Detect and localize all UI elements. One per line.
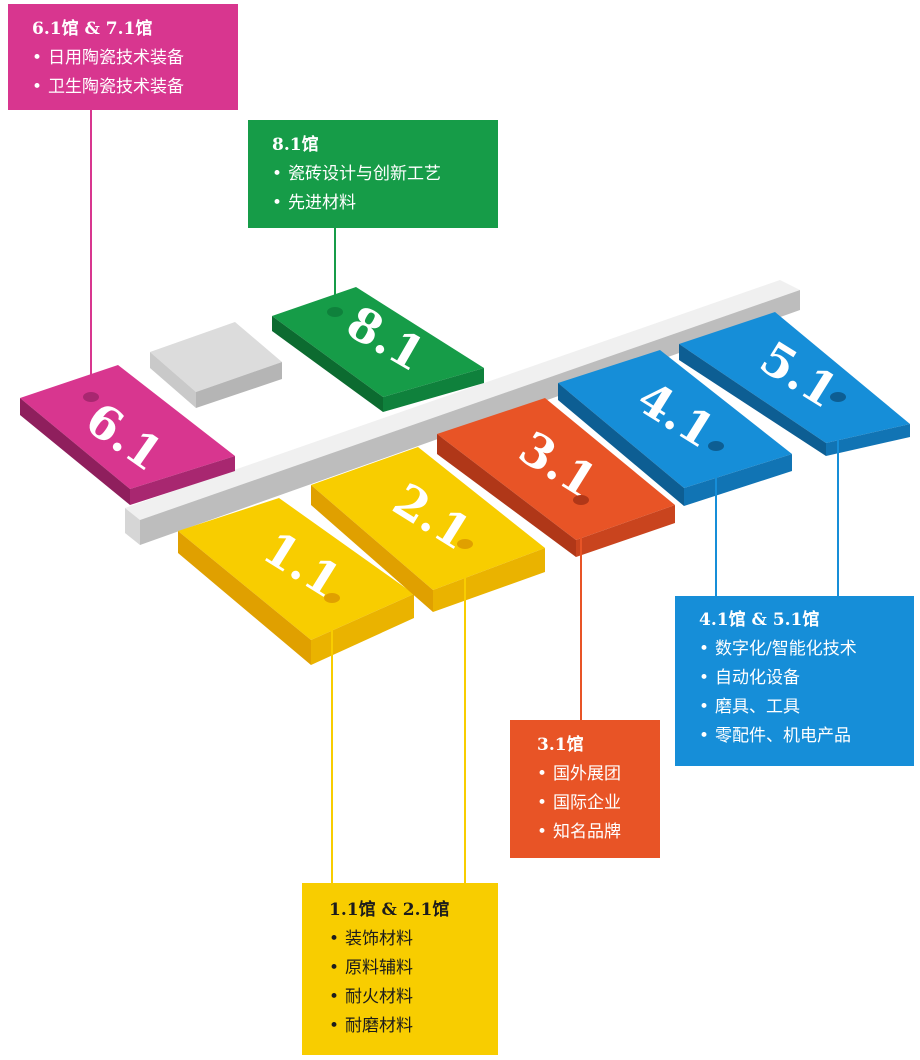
callout-title: 1.1馆 & 2.1馆 [329,900,450,920]
hall-8-1[interactable]: 8.1 [272,287,484,412]
hall-3-1[interactable]: 3.1 [437,398,675,557]
list-item: •耐火材料 [329,987,413,1007]
callout-hall-3-1: 3.1馆 •国外展团 •国际企业 •知名品牌 [510,720,660,858]
list-item: •国外展团 [537,764,621,784]
callout-title: 8.1馆 [272,135,319,155]
list-item: •原料辅料 [329,958,413,978]
list-item: •知名品牌 [537,822,621,842]
list-item: •磨具、工具 [699,697,800,717]
list-item: •自动化设备 [699,668,800,688]
list-item: •先进材料 [272,193,356,213]
leader-lines [83,110,846,883]
list-item: •耐磨材料 [329,1016,413,1036]
list-item: •卫生陶瓷技术装备 [32,77,184,97]
callout-title: 4.1馆 & 5.1馆 [699,610,820,630]
callout-hall-6-1-7-1: 6.1馆 & 7.1馆 •日用陶瓷技术装备 •卫生陶瓷技术装备 [8,4,238,110]
list-item: •零配件、机电产品 [699,726,851,746]
callout-hall-1-1-2-1: 1.1馆 & 2.1馆 •装饰材料 •原料辅料 •耐火材料 •耐磨材料 [302,883,498,1055]
callout-title: 3.1馆 [537,735,584,755]
list-item: •瓷砖设计与创新工艺 [272,164,441,184]
walkway [125,280,800,545]
list-item: •日用陶瓷技术装备 [32,48,184,68]
list-item: •国际企业 [537,793,621,813]
callout-hall-8-1: 8.1馆 •瓷砖设计与创新工艺 •先进材料 [248,120,498,228]
hall-placeholder-block [150,322,282,408]
hall-6-1[interactable]: 6.1 [20,365,235,505]
list-item: •装饰材料 [329,929,413,949]
list-item: •数字化/智能化技术 [699,639,857,659]
hall-5-1[interactable]: 5.1 [679,312,910,456]
callout-title: 6.1馆 & 7.1馆 [32,19,153,39]
hall-4-1[interactable]: 4.1 [558,350,792,506]
callout-hall-4-1-5-1: 4.1馆 & 5.1馆 •数字化/智能化技术 •自动化设备 •磨具、工具 •零配… [675,596,914,766]
